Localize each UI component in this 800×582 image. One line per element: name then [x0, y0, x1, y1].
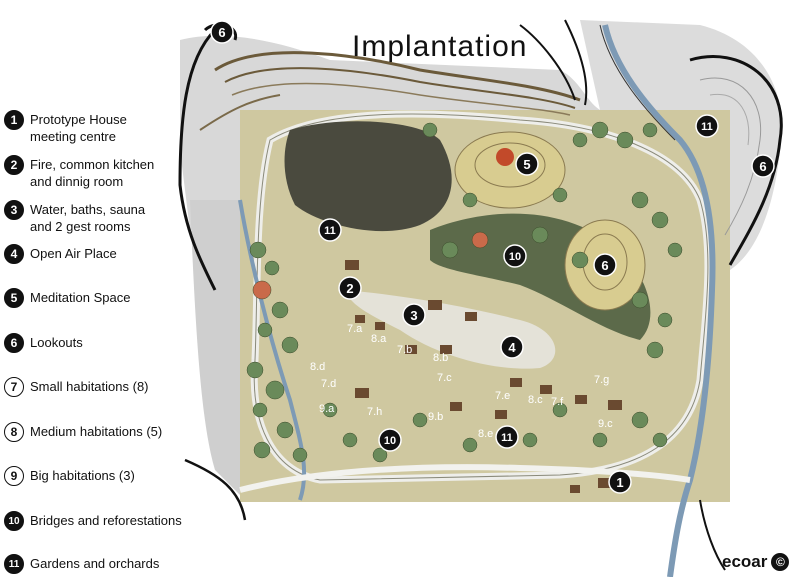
svg-text:6: 6 [218, 25, 225, 40]
svg-text:3: 3 [410, 308, 417, 323]
legend-item-7: 7 Small habitations (8) [4, 377, 149, 397]
plot-label-9b: 9.b [428, 411, 443, 423]
svg-text:4: 4 [508, 340, 516, 355]
plot-label-7h: 7.h [367, 406, 382, 418]
map-marker-2: 2 [338, 276, 362, 300]
svg-text:11: 11 [324, 225, 336, 237]
legend-item-6: 6 Lookouts [4, 333, 83, 353]
map-marker-6-top: 6 [210, 20, 234, 44]
plot-label-7a: 7.a [347, 323, 363, 335]
map-marker-11-top-right: 11 [695, 114, 719, 138]
map-marker-11-lower: 11 [495, 425, 519, 449]
legend-badge: 4 [4, 244, 24, 264]
legend-badge: 3 [4, 200, 24, 220]
plot-label-7f: 7.f [551, 396, 564, 408]
terrain-left [190, 200, 245, 500]
map-marker-10-lower: 10 [378, 428, 402, 452]
legend-badge: 10 [4, 511, 24, 531]
legend-item-8: 8 Medium habitations (5) [4, 422, 162, 442]
plot-label-7b: 7.b [397, 344, 412, 356]
svg-text:6: 6 [601, 258, 608, 273]
svg-text:10: 10 [509, 251, 521, 263]
legend-item-4: 4 Open Air Place [4, 244, 117, 264]
map-marker-1: 1 [608, 470, 632, 494]
brand-logo: ecoar © [722, 552, 790, 572]
map-marker-4: 4 [500, 335, 524, 359]
map-marker-5: 5 [515, 152, 539, 176]
page-title: Implantation [352, 30, 528, 63]
legend-badge: 2 [4, 155, 24, 175]
river-right [602, 24, 716, 578]
plot-label-7g: 7.g [594, 374, 609, 386]
legend-badge: 8 [4, 422, 24, 442]
plot-label-9a: 9.a [319, 403, 335, 415]
legend-badge: 9 [4, 466, 24, 486]
forest-block [284, 121, 452, 232]
plot-label-8e: 8.e [478, 428, 493, 440]
brand-name: ecoar [722, 552, 768, 571]
legend-badge: 1 [4, 110, 24, 130]
svg-text:5: 5 [523, 157, 530, 172]
legend-item-11: 11 Gardens and orchards [4, 554, 159, 574]
plot-label-8b: 8.b [433, 352, 448, 364]
legend-item-5: 5 Meditation Space [4, 288, 130, 308]
svg-text:11: 11 [501, 432, 513, 444]
legend-item-9: 9 Big habitations (3) [4, 466, 135, 486]
legend-badge: 11 [4, 554, 24, 574]
svg-text:1: 1 [616, 475, 623, 490]
plot-label-7c: 7.c [437, 372, 452, 384]
plot-label-7e: 7.e [495, 390, 510, 402]
plot-label-8a: 8.a [371, 333, 387, 345]
plot-labels: 7.a 8.a 7.b 8.b 8.d 7.d 7.c 7.e 8.c 7.f … [310, 323, 613, 440]
legend-badge: 5 [4, 288, 24, 308]
map-marker-6-right: 6 [751, 154, 775, 178]
plot-label-8c: 8.c [528, 394, 543, 406]
map-marker-3: 3 [402, 303, 426, 327]
trees [246, 121, 683, 463]
legend-badge: 6 [4, 333, 24, 353]
map-marker-6-center: 6 [593, 253, 617, 277]
plot-label-8d: 8.d [310, 361, 325, 373]
svg-text:10: 10 [384, 435, 396, 447]
svg-text:2: 2 [346, 281, 353, 296]
map-marker-10-center: 10 [503, 244, 527, 268]
svg-text:11: 11 [701, 121, 713, 133]
map-marker-11-left: 11 [318, 218, 342, 242]
plot-label-7d: 7.d [321, 378, 336, 390]
legend-item-10: 10 Bridges and reforestations [4, 511, 182, 531]
legend-badge: 7 [4, 377, 24, 397]
plot-label-9c: 9.c [598, 418, 613, 430]
copyright-icon: © [771, 553, 790, 571]
houses [345, 260, 622, 493]
svg-text:6: 6 [759, 159, 766, 174]
